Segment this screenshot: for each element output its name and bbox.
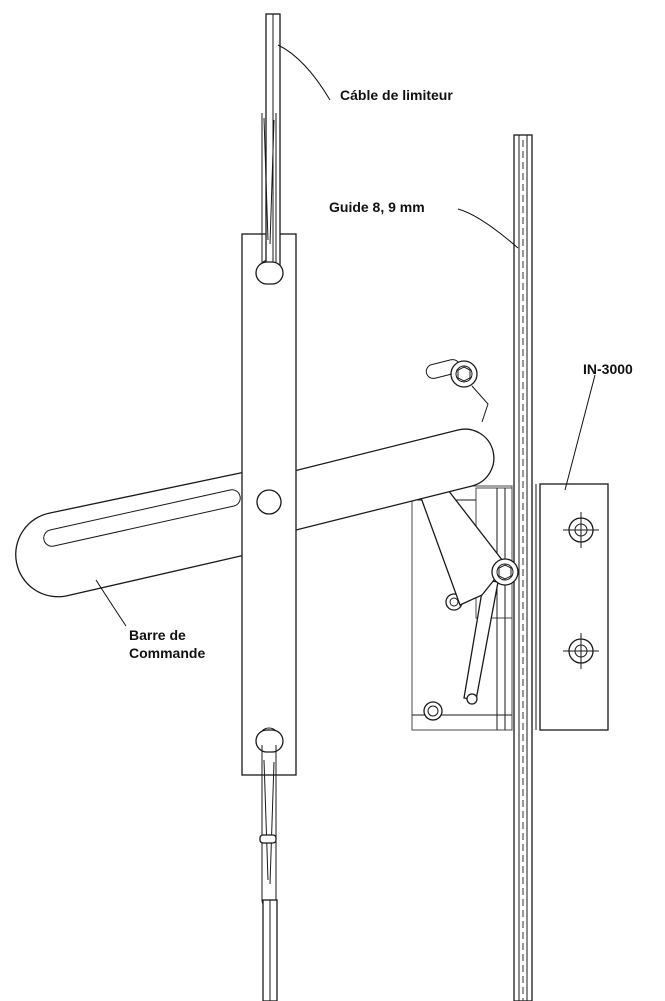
- leader-bar: [95, 579, 127, 627]
- label-guide: Guide 8, 9 mm: [329, 199, 425, 215]
- label-model: IN-3000: [583, 361, 633, 377]
- center-plate: [241, 233, 297, 776]
- bolt-symbol-lower: [563, 633, 599, 669]
- safety-gear-body: [411, 483, 609, 731]
- label-bar-line2: Commande: [129, 645, 206, 661]
- control-arm: [257, 359, 495, 537]
- leader-cable: [277, 44, 331, 101]
- label-cable: Cáble de limiteur: [340, 87, 453, 103]
- limiter-cable-upper: [255, 13, 284, 285]
- leader-guide: [457, 208, 519, 249]
- label-bar-line1: Barre de: [129, 627, 186, 643]
- guide-rail: [513, 134, 533, 1001]
- limiter-cable-lower: [255, 729, 284, 1001]
- command-bar: [15, 471, 246, 598]
- leader-model: [564, 374, 596, 491]
- bolt-symbol-upper: [563, 512, 599, 548]
